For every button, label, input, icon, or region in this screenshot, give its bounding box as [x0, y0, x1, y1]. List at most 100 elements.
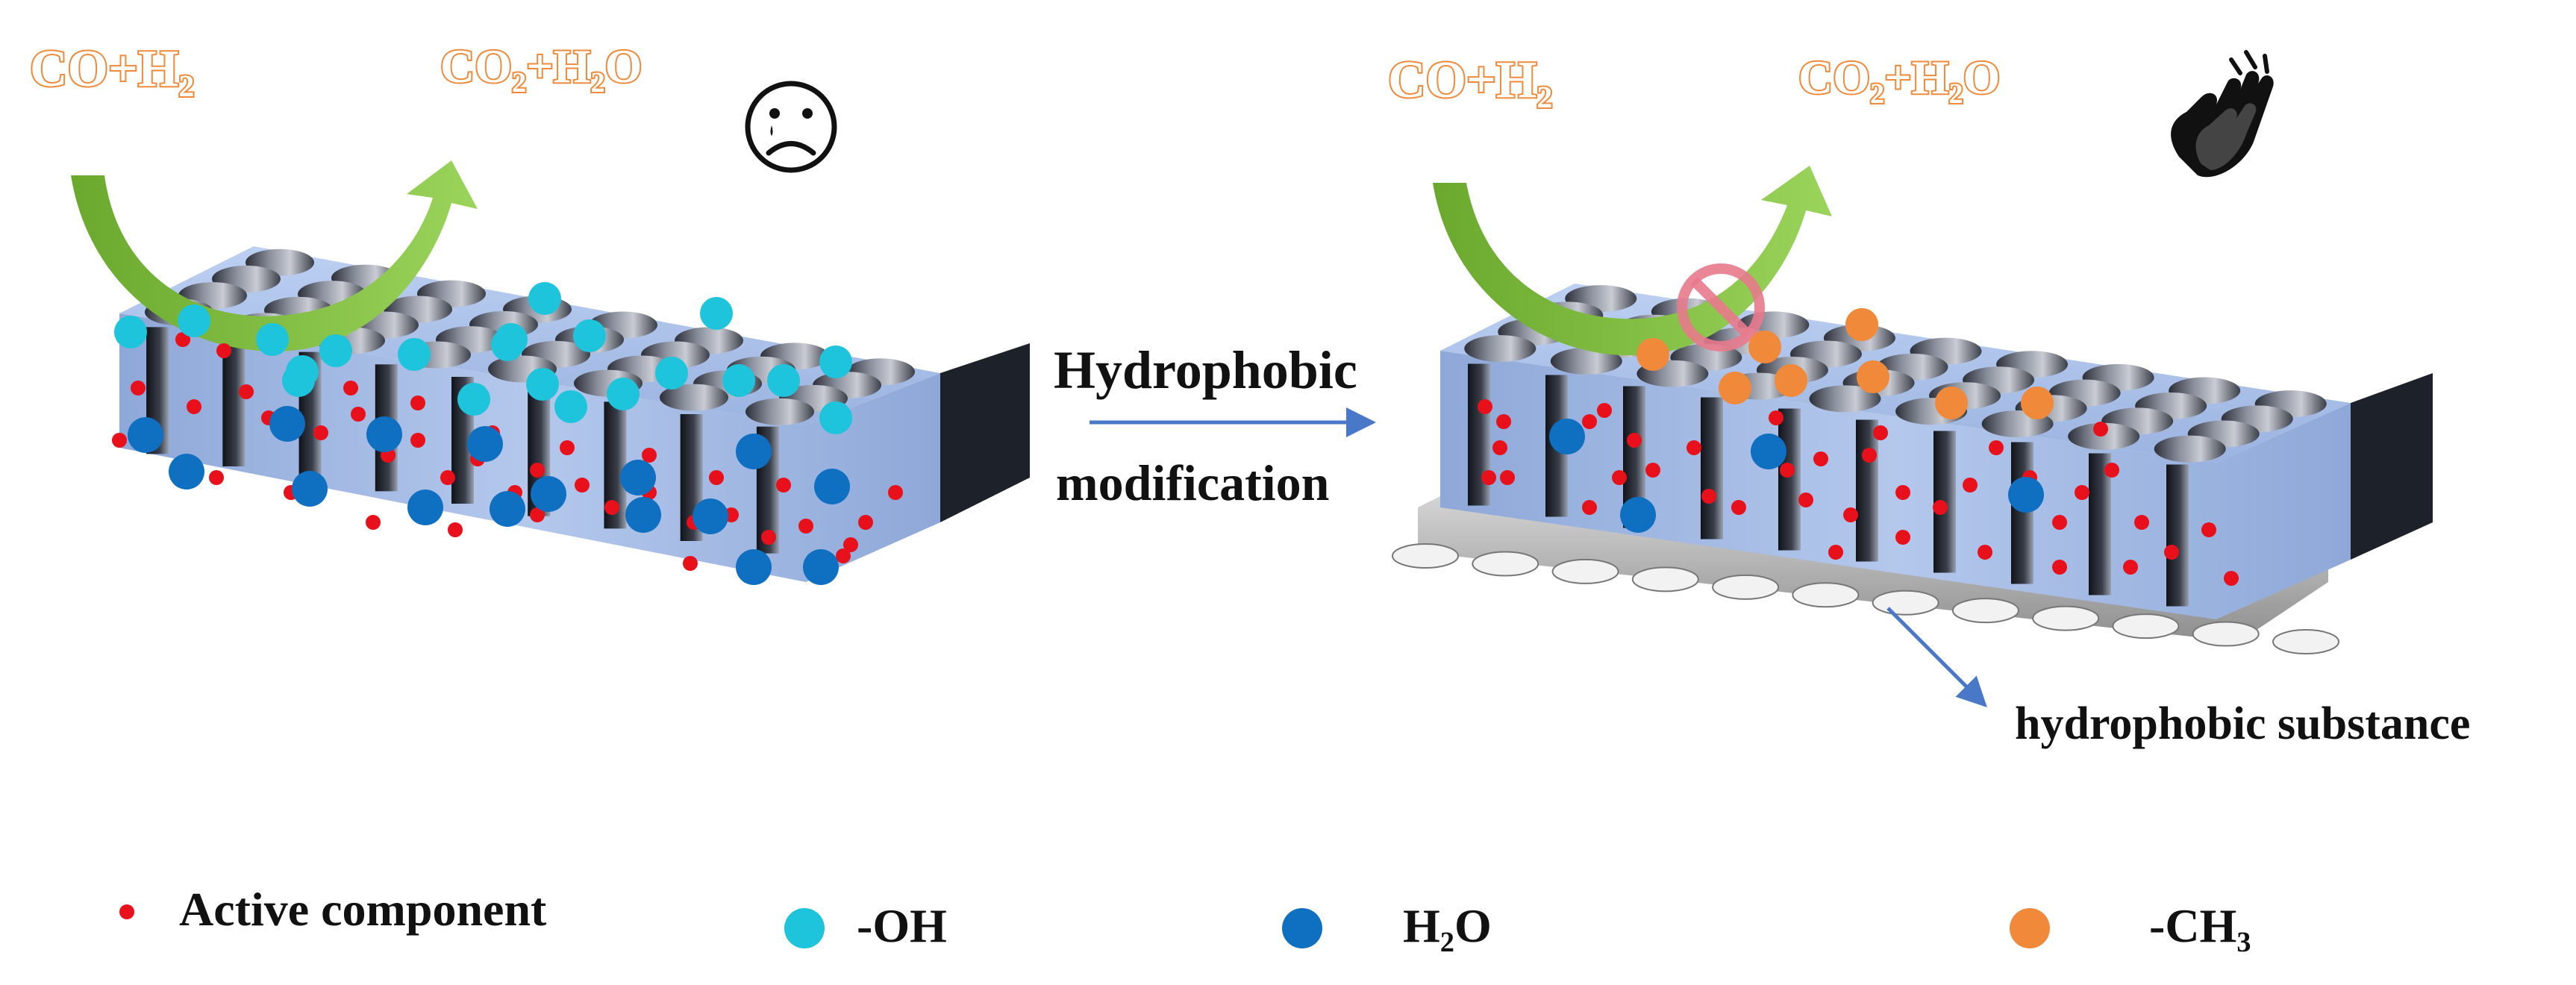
active-component-dot	[1492, 440, 1507, 455]
active-component-dot	[858, 515, 873, 530]
active-component-dot	[604, 500, 619, 515]
active-component-dot	[776, 478, 791, 492]
water-molecule	[128, 417, 163, 453]
active-component-dot	[2052, 560, 2067, 575]
active-component-dot	[1978, 545, 1992, 560]
oh-group	[554, 390, 587, 423]
active-component-dot	[112, 433, 127, 448]
active-component-dot	[1873, 425, 1888, 440]
oh-group	[319, 334, 352, 367]
legend-active-label: Active component	[179, 883, 547, 936]
pore-channel	[1701, 397, 1723, 540]
water-molecule	[625, 497, 661, 533]
active-component-dot	[1989, 440, 2004, 455]
methyl-group	[1719, 372, 1751, 404]
active-component-dot	[209, 470, 224, 485]
sad-face-icon	[745, 81, 837, 173]
water-molecule	[269, 406, 305, 442]
active-component-dot	[843, 537, 858, 552]
left-product-label: CO₂+H₂O	[440, 40, 642, 93]
hydrophobic-bump	[1951, 598, 2019, 624]
active-component-dot	[2052, 515, 2067, 530]
active-component-dot	[351, 407, 366, 422]
hydrophobic-bump	[2192, 621, 2260, 647]
active-component-dot	[239, 384, 254, 399]
oh-group	[819, 345, 852, 378]
water-molecule	[531, 476, 566, 512]
right-block-side	[2351, 373, 2433, 560]
left-block-side	[940, 343, 1030, 522]
active-component-dot	[410, 433, 425, 448]
pore-hole	[745, 398, 814, 425]
legend-h2o-swatch	[1282, 908, 1322, 948]
active-component-dot	[530, 507, 545, 522]
legend-h2o-label: H₂O	[1403, 899, 1492, 952]
active-component-dot	[709, 470, 724, 485]
active-component-dot	[1582, 500, 1597, 515]
oh-group	[528, 282, 561, 315]
hydrophobic-bump	[2272, 629, 2339, 654]
oh-group	[282, 364, 315, 397]
active-component-dot	[560, 440, 575, 455]
active-component-dot	[1963, 478, 1978, 492]
active-component-dot	[1862, 448, 1877, 463]
oh-group	[398, 338, 431, 371]
water-molecule	[366, 416, 402, 452]
active-component-dot	[683, 556, 698, 571]
active-component-dot	[1895, 485, 1910, 500]
active-component-dot	[175, 332, 190, 347]
hydrophobic-substance-label: hydrophobic substance	[2015, 698, 2470, 749]
active-component-dot	[343, 381, 358, 395]
active-component-dot	[1828, 545, 1843, 560]
pore-channel	[1856, 419, 1878, 562]
methyl-group	[1636, 338, 1669, 371]
active-component-dot	[2164, 545, 2179, 560]
active-component-dot	[2123, 560, 2138, 575]
right-reaction-arrow	[1433, 166, 1832, 356]
legend-active-swatch	[119, 904, 134, 919]
prohibition-icon	[1677, 263, 1765, 351]
legend-oh-swatch	[784, 908, 825, 948]
active-component-dot	[1780, 463, 1795, 478]
active-component-dot	[1597, 403, 1612, 418]
methyl-group	[1935, 387, 1968, 419]
active-component-dot	[761, 530, 776, 545]
active-component-dot	[2093, 422, 2108, 437]
pore-channel	[2166, 464, 2189, 607]
active-component-dot	[2104, 463, 2119, 478]
pore-channel	[1778, 408, 1801, 551]
water-molecule	[620, 460, 656, 495]
pore-channel	[222, 340, 246, 466]
legend-ch3-swatch	[2010, 908, 2050, 948]
active-component-dot	[1701, 489, 1716, 504]
pore-hole	[660, 384, 728, 411]
oh-group	[114, 316, 147, 348]
active-component-dot	[410, 395, 425, 410]
water-molecule	[814, 469, 850, 504]
active-component-dot	[216, 343, 231, 358]
water-molecule	[467, 426, 503, 462]
pore-hole	[2154, 435, 2226, 463]
legend-oh-label: -OH	[857, 899, 947, 952]
right-block-front	[1440, 351, 2351, 619]
active-component-dot	[1769, 410, 1783, 425]
oh-group	[495, 323, 528, 356]
hydrophobic-bump	[1631, 566, 1699, 592]
pore-channel	[2089, 453, 2111, 595]
particles	[112, 282, 2239, 586]
methyl-group	[1845, 308, 1878, 341]
active-component-dot	[440, 470, 455, 485]
active-component-dot	[2224, 571, 2239, 586]
pore-hole	[1809, 385, 1881, 413]
substance-pointer-arrow	[1886, 607, 1987, 707]
oh-group	[526, 368, 559, 401]
water-molecule	[736, 549, 772, 585]
pore-channel	[2011, 442, 2033, 584]
methyl-group	[2021, 387, 2054, 419]
right-catalyst-block	[1392, 284, 2433, 654]
hydrophobic-bump	[1712, 574, 1780, 600]
active-component-dot	[1496, 414, 1511, 429]
modification-label-line1: Hydrophobic	[1054, 340, 1357, 400]
active-component-dot	[836, 548, 851, 563]
active-component-dot	[2201, 522, 2216, 537]
